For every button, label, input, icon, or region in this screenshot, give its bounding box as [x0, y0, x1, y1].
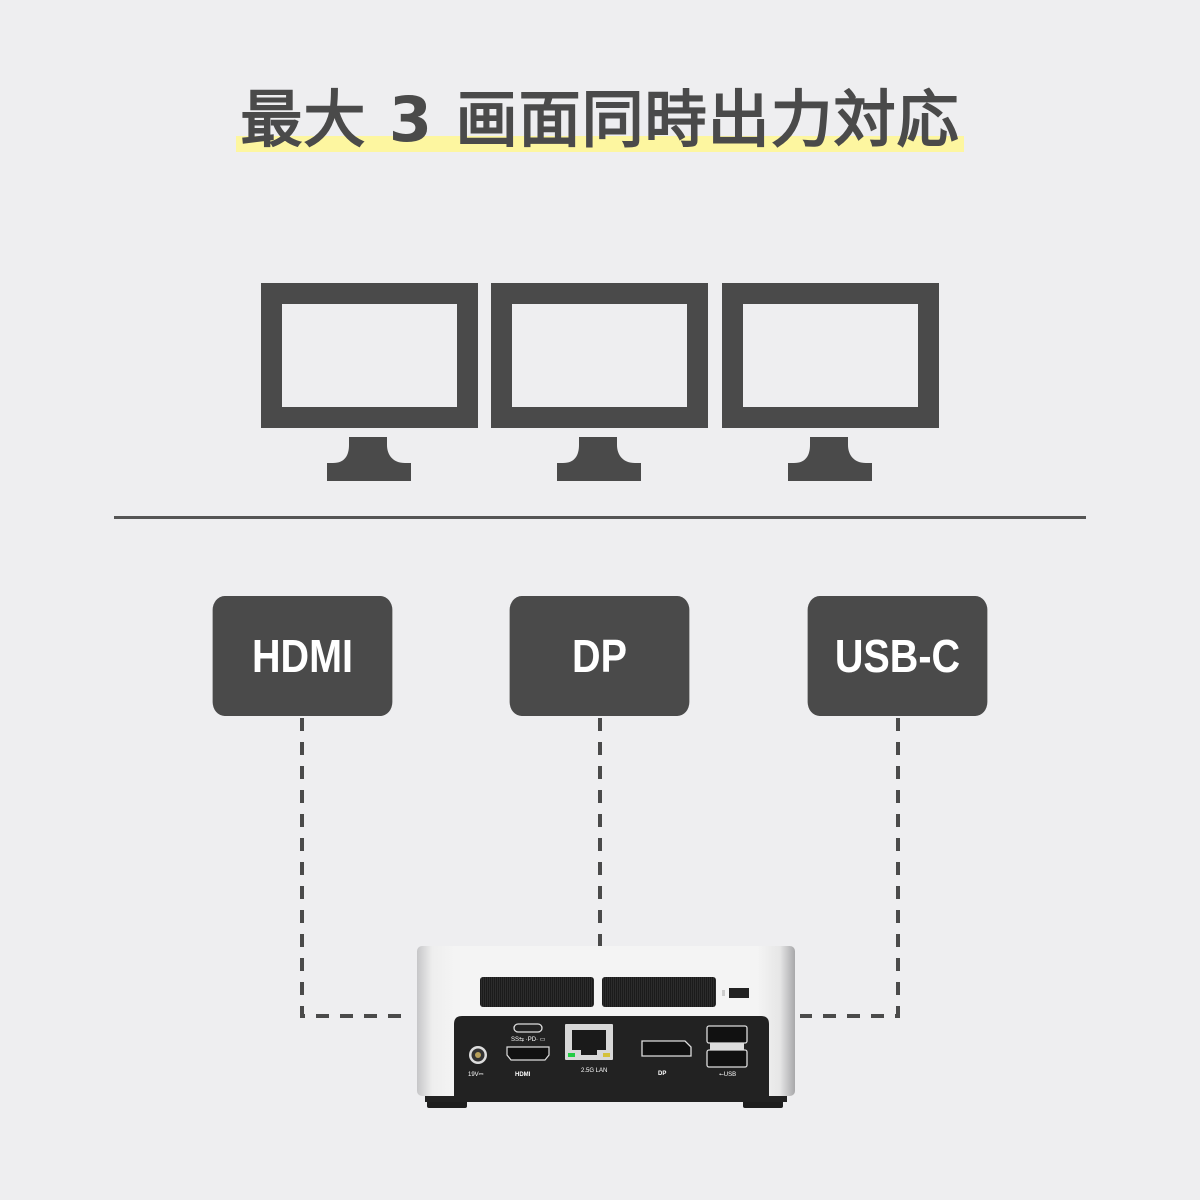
monitor-frame	[491, 283, 708, 428]
usbc-connector	[800, 718, 900, 1018]
hdmi-label: HDMI	[212, 596, 393, 716]
divider	[114, 516, 1086, 519]
lock-slot-icon	[729, 988, 749, 998]
usb-label: ⭠USB	[719, 1072, 736, 1078]
monitor-frame	[722, 283, 939, 428]
monitor-screen	[512, 304, 687, 407]
monitor-stand-icon	[327, 437, 411, 481]
lan-label: 2.5G LAN	[581, 1068, 607, 1074]
usbc-port-icon	[513, 1023, 543, 1033]
monitor-frame	[261, 283, 478, 428]
mini-pc-device: 19V⎓ SS⇆ ·PD· ▭ HDMI 2.5G LAN DP ⭠USB	[417, 946, 795, 1108]
hdmi-port-icon	[506, 1046, 550, 1061]
title-highlight	[236, 136, 964, 152]
usbc-label-small: SS⇆ ·PD· ▭	[511, 1036, 546, 1043]
monitor-stand-icon	[788, 437, 872, 481]
power-label: 19V⎓	[468, 1072, 484, 1078]
hdmi-connector	[300, 718, 410, 1018]
vent-right	[602, 977, 716, 1007]
monitor-stand-icon	[557, 437, 641, 481]
dp-port-label: DP	[658, 1071, 666, 1077]
usbc-label: USB-C	[807, 596, 988, 716]
usb-a-port-icon	[706, 1025, 748, 1044]
hdmi-port-label: HDMI	[515, 1072, 531, 1078]
dp-port-icon	[641, 1040, 692, 1057]
page-title: 最大 3 画面同時出力対応	[236, 82, 964, 158]
monitor-screen	[282, 304, 457, 407]
usb-a-port-icon	[706, 1049, 748, 1068]
dp-label: DP	[509, 596, 690, 716]
header: 最大 3 画面同時出力対応	[0, 82, 1200, 158]
vent-left	[480, 977, 594, 1007]
monitor-screen	[743, 304, 918, 407]
